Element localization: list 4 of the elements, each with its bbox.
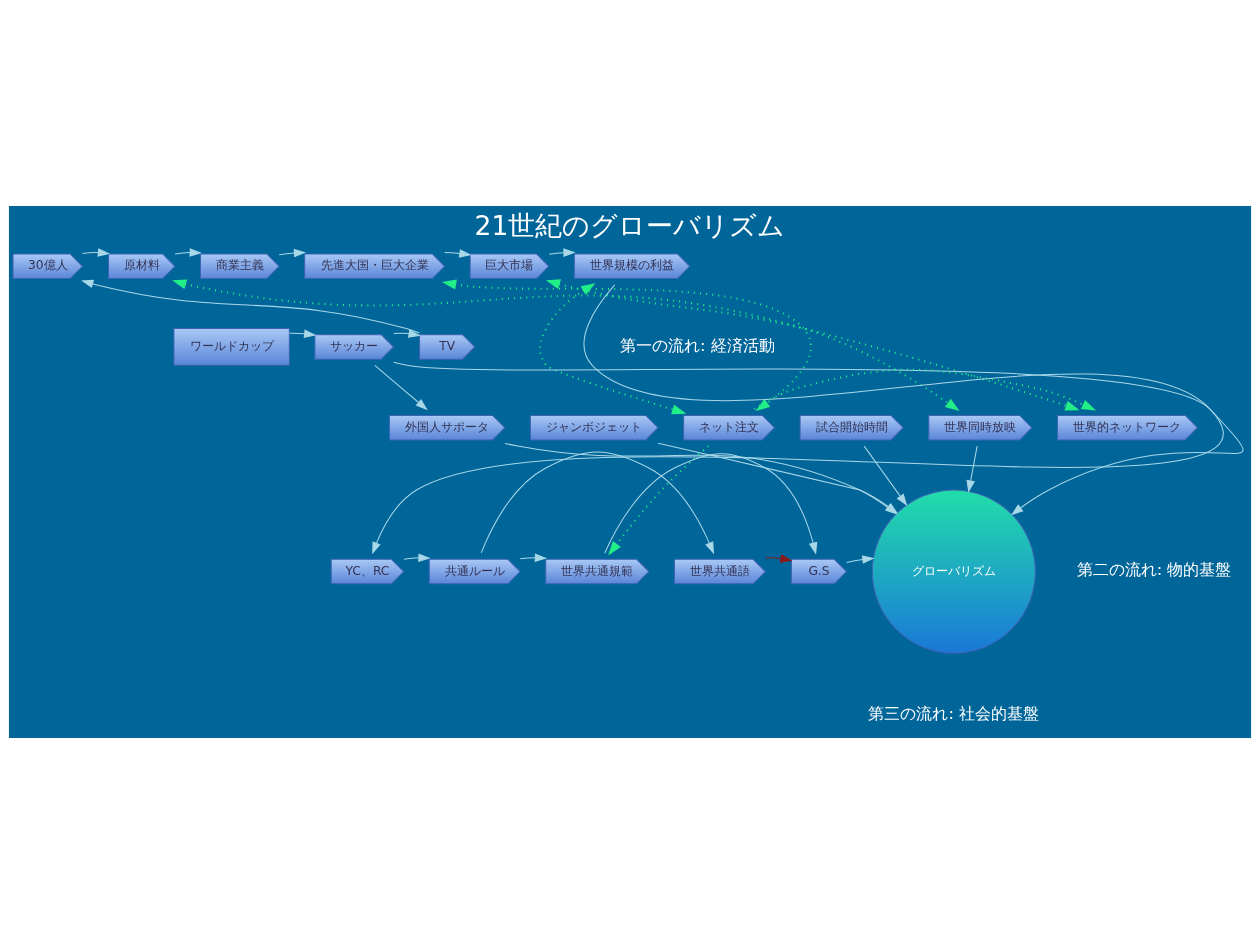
diagram-title: 21世紀のグローバリズム [474,209,786,241]
label: 第二の流れ: 物的基盤 [1076,559,1232,579]
label: 第一の流れ: 経済活動 [620,335,775,355]
label: 第三の流れ: 社会的基盤 [868,703,1040,723]
